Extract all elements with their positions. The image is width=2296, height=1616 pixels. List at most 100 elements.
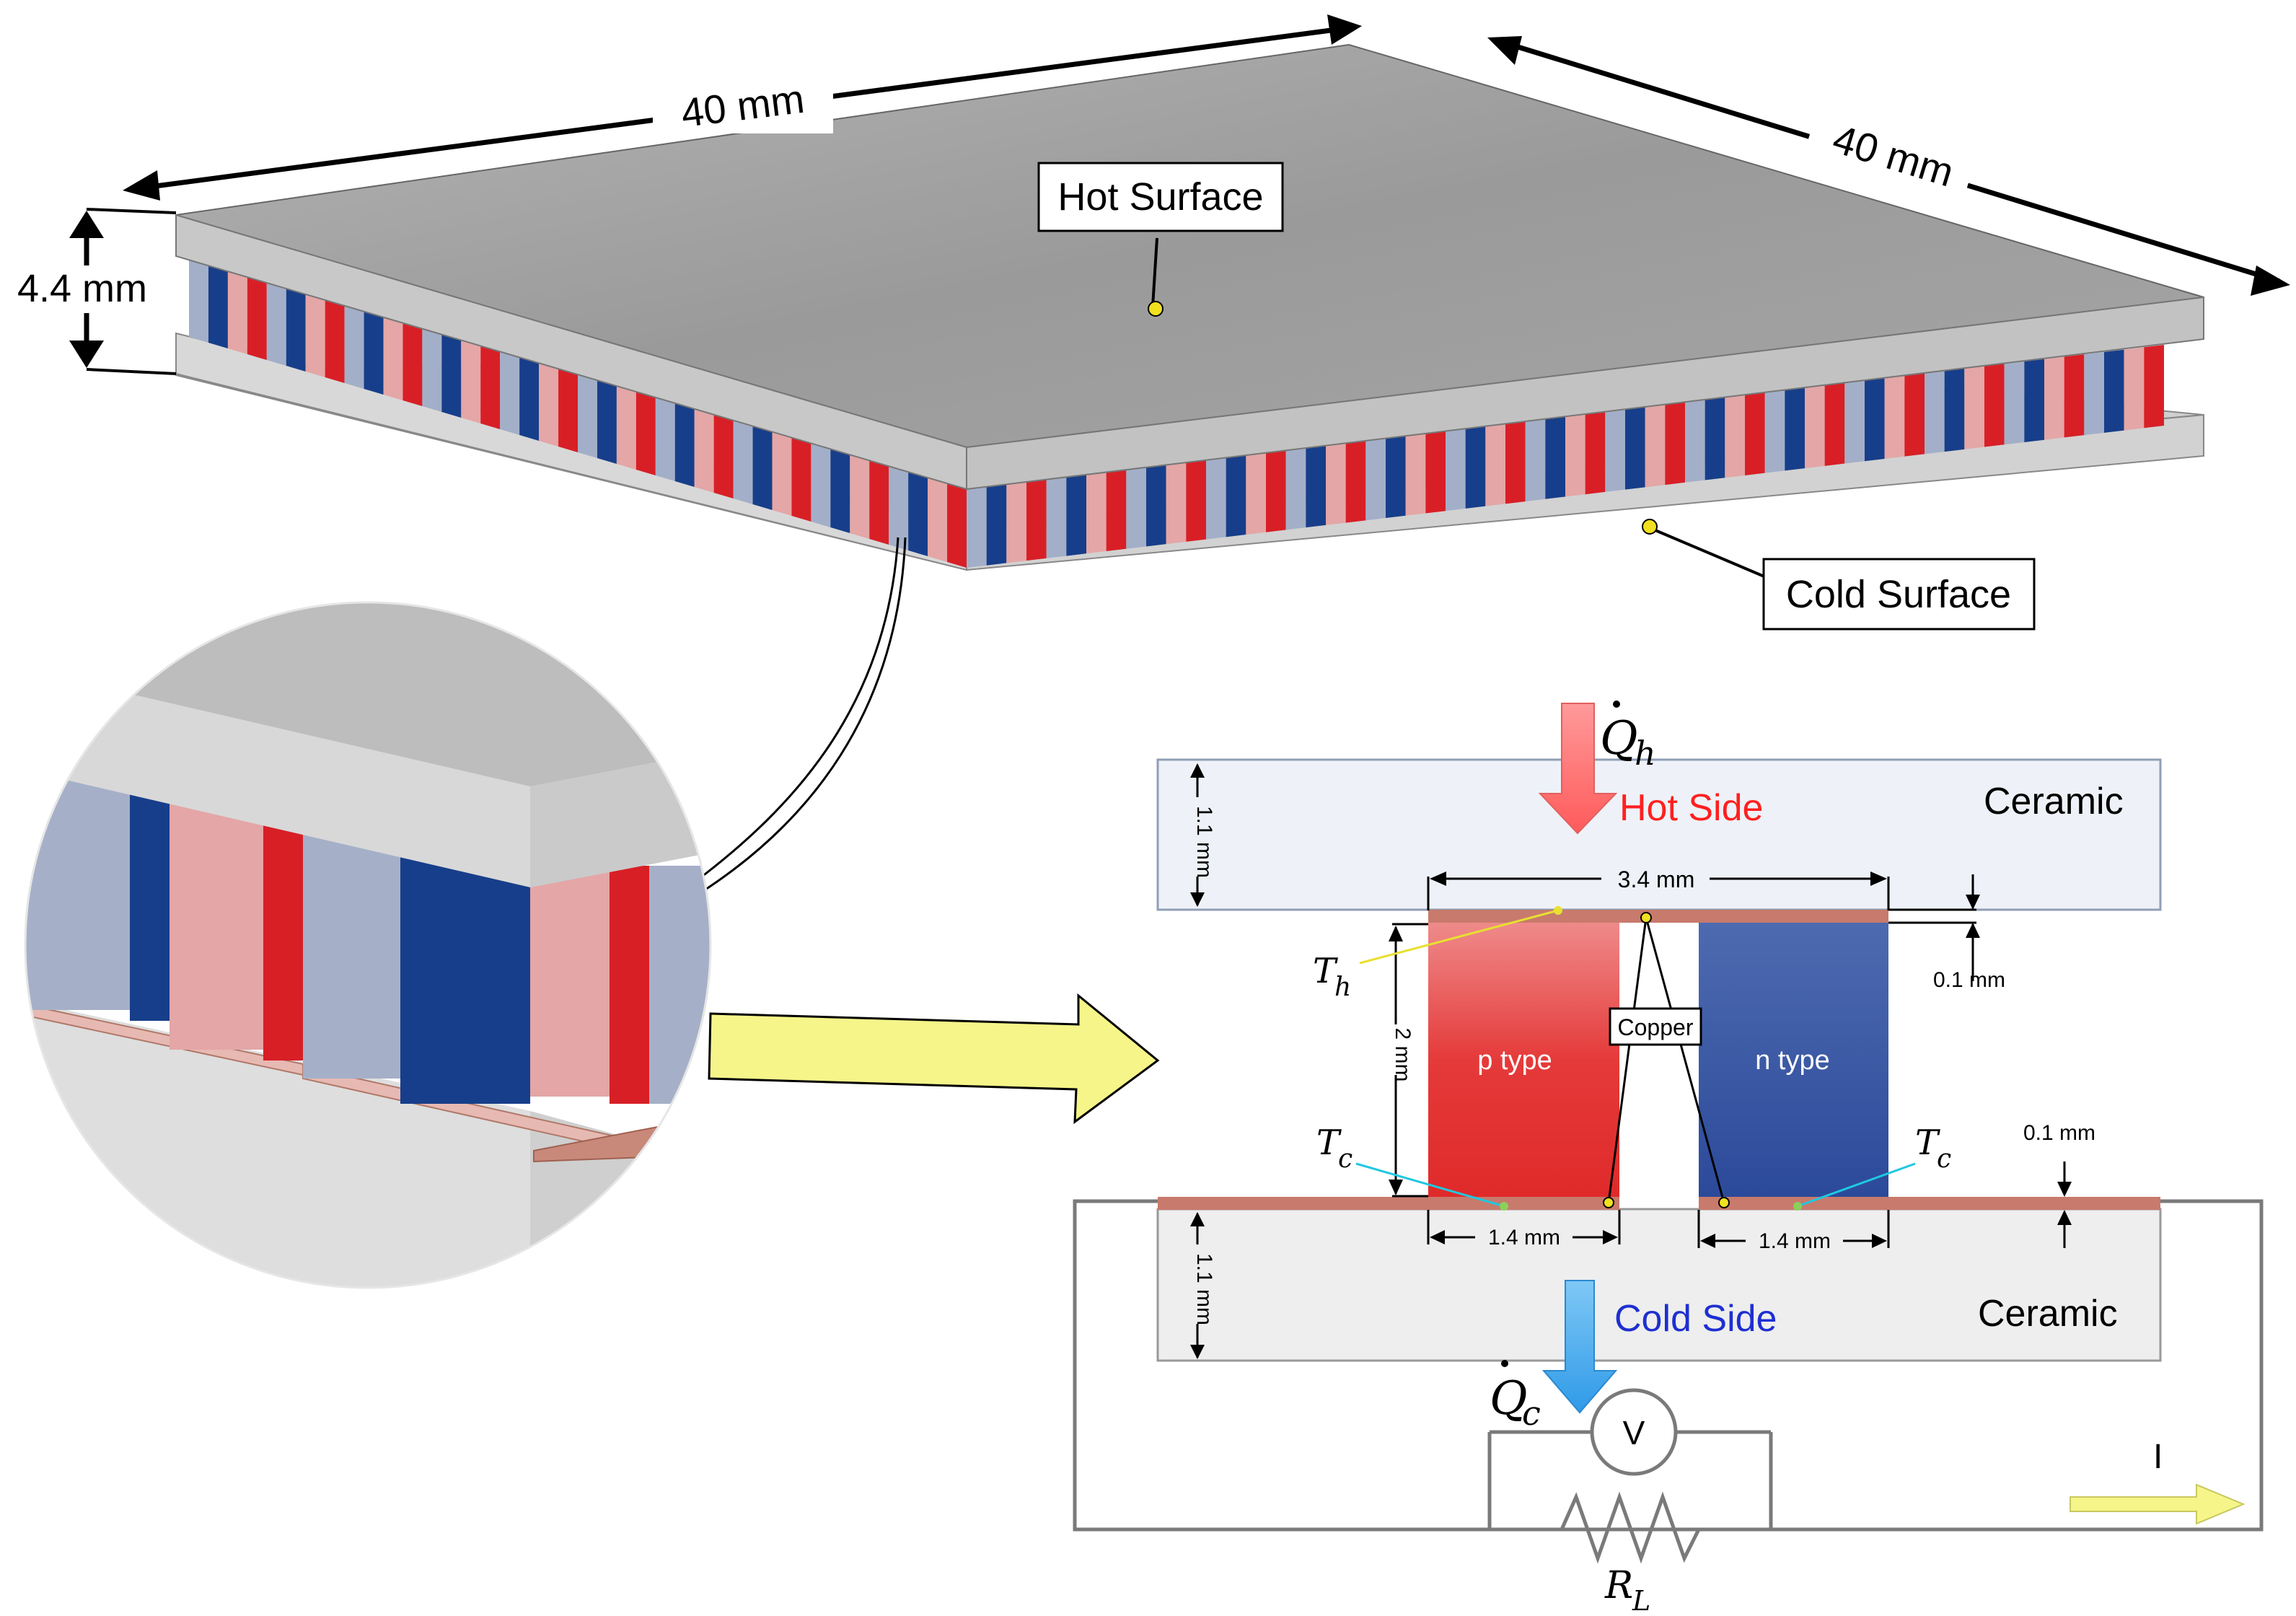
- svg-text:c: c: [1338, 1144, 1352, 1174]
- thermoelectric-leg: [2064, 354, 2085, 438]
- thermoelectric-leg: [2084, 351, 2104, 436]
- svg-text:T: T: [1915, 1123, 1940, 1163]
- thermoelectric-leg: [1824, 382, 1845, 466]
- thermoelectric-leg: [1844, 380, 1865, 464]
- thermoelectric-leg: [1066, 473, 1086, 556]
- thermoelectric-leg: [1745, 392, 1765, 475]
- n-type-leg: [1699, 923, 1888, 1197]
- thermoelectric-leg: [286, 285, 306, 372]
- module-3d: 40 mm 40 mm 4.4 mm Hot Surface: [10, 14, 2290, 892]
- thermoelectric-leg: [383, 314, 403, 400]
- thermoelectric-leg: [1944, 368, 1965, 452]
- thermoelectric-leg: [1166, 460, 1187, 545]
- thermoelectric-leg: [947, 481, 967, 568]
- thermoelectric-leg: [655, 395, 675, 481]
- height-label: 4.4 mm: [17, 267, 147, 310]
- thermoelectric-leg: [364, 308, 384, 395]
- thermoelectric-leg: [889, 464, 909, 550]
- copper-top-thickness-dim: 0.1 mm: [1888, 874, 2005, 992]
- heat-out-symbol: Q c: [1490, 1360, 1541, 1433]
- thermoelectric-leg: [713, 412, 734, 499]
- thermoelectric-leg: [227, 268, 247, 354]
- svg-text:1.1 mm: 1.1 mm: [1192, 806, 1216, 878]
- svg-text:1.4 mm: 1.4 mm: [1759, 1229, 1831, 1253]
- svg-text:L: L: [1632, 1585, 1650, 1616]
- thermoelectric-leg: [1345, 439, 1366, 523]
- copper-top: [1428, 910, 1888, 923]
- copper-callout: Copper: [1603, 912, 1730, 1208]
- thermoelectric-leg: [752, 423, 773, 510]
- thermoelectric-leg: [325, 297, 345, 383]
- svg-text:0.1 mm: 0.1 mm: [2023, 1121, 2095, 1145]
- current-arrow: I: [2070, 1438, 2246, 1525]
- svg-text:R: R: [1604, 1564, 1633, 1607]
- heat-in-symbol: Q h: [1600, 701, 1656, 773]
- thermoelectric-leg: [1904, 373, 1925, 457]
- svg-text:1.1 mm: 1.1 mm: [1192, 1253, 1216, 1325]
- thermoelectric-leg: [1465, 425, 1486, 509]
- svg-text:h: h: [1334, 972, 1351, 1002]
- thermoelectric-leg: [1705, 397, 1725, 480]
- thermoelectric-leg: [2004, 361, 2025, 445]
- thermoelectric-leg: [1106, 467, 1127, 552]
- thermoelectric-leg: [733, 418, 753, 504]
- thermoelectric-leg: [1925, 371, 1945, 454]
- p-type-leg: [1428, 923, 1619, 1197]
- thermoelectric-leg: [1865, 377, 1885, 462]
- thermoelectric-leg: [1764, 390, 1785, 473]
- svg-text:V: V: [1623, 1414, 1645, 1452]
- svg-text:1.4 mm: 1.4 mm: [1488, 1226, 1560, 1250]
- thermoelectric-leg: [403, 320, 423, 406]
- thermoelectric-leg: [635, 389, 656, 475]
- load-resistor: R L: [1560, 1491, 1701, 1616]
- thermoelectric-leg: [422, 325, 442, 412]
- hot-surface-label: Hot Surface: [1057, 175, 1263, 219]
- thermoelectric-leg: [1425, 430, 1446, 514]
- thermoelectric-leg: [1405, 432, 1426, 516]
- circuit-wire: [1073, 1199, 2264, 1532]
- cold-surface-callout: Cold Surface: [1642, 519, 2036, 631]
- thermoelectric-leg: [1685, 399, 1705, 483]
- thermoelectric-leg: [1206, 456, 1226, 540]
- thermoelectric-leg: [1026, 477, 1047, 561]
- svg-text:2 mm: 2 mm: [1391, 1028, 1415, 1082]
- thermoelectric-leg: [986, 482, 1007, 566]
- hot-surface-callout: Hot Surface: [1037, 162, 1284, 317]
- thermoelectric-leg: [1805, 385, 1825, 469]
- thermoelectric-leg: [480, 343, 501, 429]
- copper-bottom-thickness-dim: 0.1 mm: [2023, 1121, 2095, 1248]
- thermoelectric-leg: [850, 452, 870, 539]
- thermoelectric-leg: [1285, 447, 1306, 530]
- svg-text:T: T: [1313, 951, 1338, 991]
- thermoelectric-leg: [928, 475, 948, 562]
- p-leg-width-dim: 1.4 mm: [1427, 1210, 1621, 1250]
- thermoelectric-leg: [1046, 475, 1067, 558]
- tc-point-left: T c: [1316, 1123, 1508, 1211]
- thermoelectric-leg: [558, 366, 578, 452]
- svg-text:c: c: [1522, 1394, 1541, 1433]
- length-dimension: 40 mm: [123, 14, 1362, 201]
- svg-text:c: c: [1937, 1144, 1951, 1174]
- cold-surface-label: Cold Surface: [1786, 573, 2011, 616]
- top-plate-front-right: [966, 296, 2204, 491]
- legs-left-row: [189, 256, 967, 568]
- thermoelectric-leg: [305, 291, 325, 377]
- zoom-detail-circle: [24, 601, 712, 1289]
- pair-width-dim: 3.4 mm: [1427, 864, 1890, 910]
- thermoelectric-leg: [1625, 406, 1645, 490]
- thermoelectric-leg: [539, 360, 559, 447]
- thermoelectric-leg: [674, 400, 695, 487]
- thermoelectric-leg: [1525, 418, 1546, 502]
- thermoelectric-leg: [1725, 394, 1745, 478]
- hot-side-label: Hot Side: [1619, 787, 1763, 829]
- thermoelectric-leg: [1446, 427, 1466, 511]
- leg-height-dim: 2 mm: [1384, 923, 1428, 1198]
- thermoelectric-leg: [266, 279, 286, 366]
- n-type-label: n type: [1755, 1045, 1830, 1076]
- svg-text:3.4 mm: 3.4 mm: [1618, 866, 1695, 892]
- thermoelectric-leg: [208, 262, 228, 348]
- thermoelectric-leg: [1006, 480, 1026, 563]
- thermoelectric-leg: [1306, 444, 1326, 528]
- thermoelectric-leg: [1326, 442, 1346, 525]
- thermoelectric-leg: [830, 447, 850, 533]
